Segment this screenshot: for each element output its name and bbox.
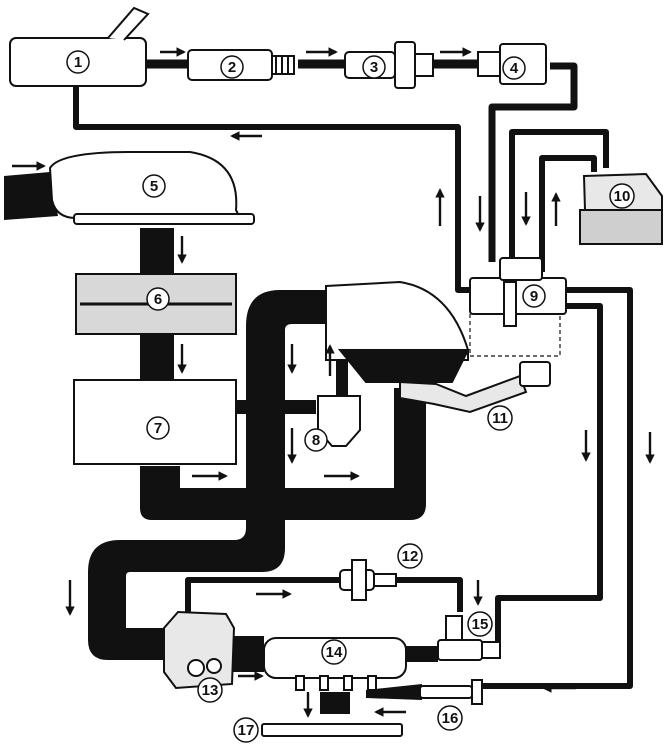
- label-16: 16: [442, 710, 459, 727]
- label-11: 11: [492, 410, 508, 427]
- label-1: 1: [74, 54, 82, 71]
- label-6: 6: [154, 291, 162, 308]
- sensor-rod: [261, 723, 403, 737]
- label-17: 17: [238, 722, 255, 739]
- pressure-relief-valve: [339, 559, 397, 601]
- callout-14: 14: [321, 639, 347, 665]
- callout-12: 12: [397, 543, 423, 569]
- label-12: 12: [402, 548, 419, 565]
- line-from-valve-12: [392, 577, 463, 612]
- cold-start-nozzle: [366, 684, 422, 700]
- callout-8: 8: [304, 428, 328, 452]
- line-to-injector-15: [495, 303, 603, 642]
- warm-up-regulator: [579, 172, 663, 246]
- manifold-to-injector-block: [404, 646, 438, 662]
- fuel-tank: [9, 6, 150, 87]
- fuel-lines: [73, 59, 633, 689]
- long-hose: [246, 290, 330, 492]
- callout-16: 16: [437, 705, 463, 731]
- label-13: 13: [202, 682, 219, 699]
- duct-13-to-14: [232, 636, 264, 672]
- air-inlet-duct: [4, 172, 58, 220]
- label-5: 5: [150, 178, 158, 195]
- line-regulator-in: [539, 155, 597, 272]
- fuel-distributor: [469, 257, 567, 327]
- callout-9: 9: [522, 284, 546, 308]
- label-3: 3: [370, 59, 378, 76]
- callout-4: 4: [502, 56, 526, 80]
- label-9: 9: [530, 288, 538, 305]
- throttle-body: [163, 610, 236, 690]
- callout-3: 3: [362, 55, 386, 79]
- line-filter-to-distributor: [488, 62, 578, 262]
- line-regulator-out: [509, 129, 609, 262]
- line-to-cold-start-valve: [480, 287, 633, 689]
- callout-13: 13: [197, 677, 223, 703]
- flow-arrows: [12, 47, 655, 718]
- dashed-outlines: [469, 314, 561, 357]
- line-return-to-tank: [73, 85, 472, 293]
- callout-6: 6: [146, 287, 170, 311]
- callout-1: 1: [66, 50, 90, 74]
- fuel-accumulator: [344, 41, 434, 89]
- callout-10: 10: [609, 183, 635, 209]
- callout-2: 2: [220, 55, 244, 79]
- sensor-plate-lever: [399, 361, 551, 414]
- label-14: 14: [326, 644, 343, 661]
- callout-11: 11: [487, 405, 513, 431]
- manifold-outlet-block: [320, 692, 350, 714]
- label-15: 15: [472, 616, 489, 633]
- label-7: 7: [154, 420, 162, 437]
- callout-7: 7: [146, 416, 170, 440]
- label-4: 4: [510, 60, 519, 77]
- hose-to-13: [88, 492, 285, 660]
- label-10: 10: [614, 188, 631, 205]
- line-to-valve-12: [185, 577, 350, 612]
- cold-start-valve: [419, 679, 483, 705]
- duct-5-to-6: [140, 228, 174, 274]
- callout-15: 15: [467, 611, 493, 637]
- callout-labels: 1 2 3 4 5 6 7 8 9 10 11 12 13 14 15 16 1…: [66, 50, 635, 743]
- label-8: 8: [312, 432, 320, 449]
- label-2: 2: [228, 59, 236, 76]
- mixture-control-unit: [325, 280, 470, 383]
- callout-5: 5: [142, 174, 166, 198]
- callout-17: 17: [233, 717, 259, 743]
- injector: [437, 615, 501, 661]
